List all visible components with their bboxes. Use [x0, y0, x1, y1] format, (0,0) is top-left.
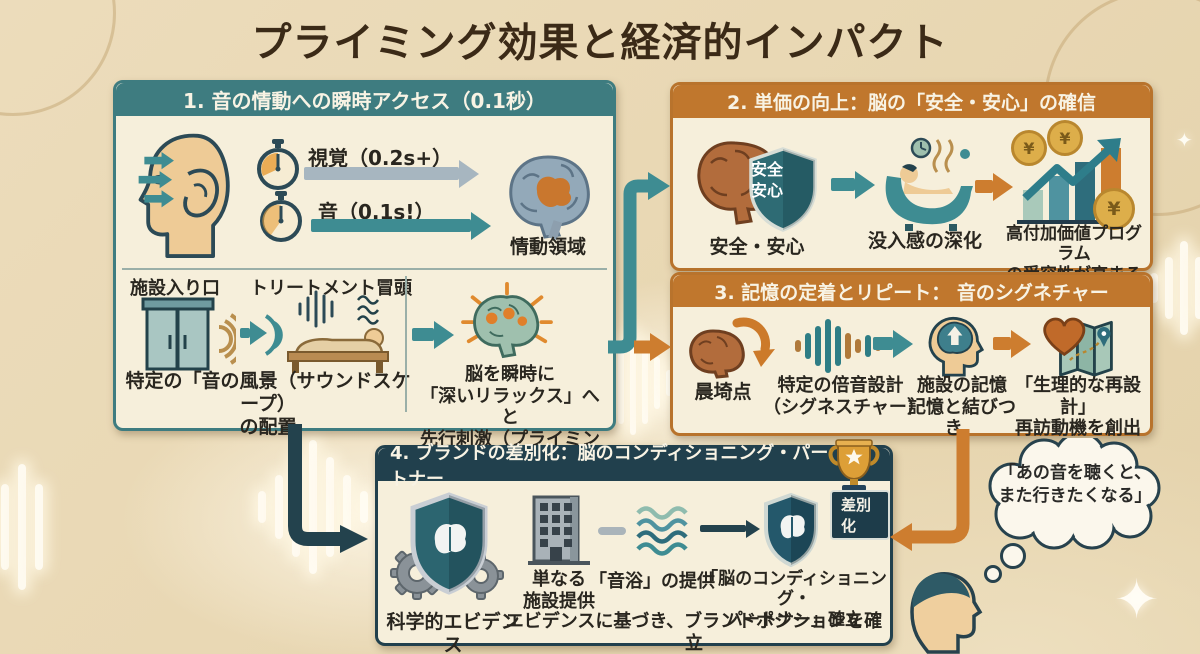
page-title: プライミング効果と経済的インパクト — [251, 20, 949, 66]
visual-arrow — [304, 167, 459, 180]
building-icon — [528, 495, 590, 565]
entrance-label: 施設入り口 — [130, 278, 220, 299]
flow-arrow — [700, 525, 746, 532]
panel-4-header: 4. ブランドの差別化：脳のコンディショニング・パートナー — [378, 443, 890, 490]
partner-caption: 「脳のコンディショニング・ パートナー」確立 — [701, 569, 887, 630]
memory-head-icon — [928, 316, 985, 377]
overtone-caption: 特定の倍音設計 （シグネスチャー） — [763, 375, 925, 418]
customer-head-icon — [910, 572, 983, 654]
revenue-chart-icon: ¥ ¥ ¥ — [1011, 120, 1135, 230]
thought-bubble-text: 「あの音を聴くと、 また行きたくなる」 — [998, 463, 1152, 506]
panel-price-increase: 2. 単価の向上：脳の「安全・安心」の確信 安全 安心 安全・安心 — [670, 82, 1153, 285]
safety-brain-shield-icon — [697, 141, 817, 232]
redesign-caption: 「生理的な再設計」 再訪動機を創出 — [1015, 375, 1141, 440]
sound-arrow — [311, 219, 471, 232]
treatment-bed-icon — [264, 290, 389, 373]
entrance-door-icon — [141, 297, 236, 371]
glow-soundwave-decoration — [1150, 240, 1200, 336]
science-shield-gears-icon — [390, 492, 504, 600]
panel-1-header: 1. 音の情動への瞬時アクセス（0.1秒） — [116, 83, 613, 116]
yen-coin-icon: ¥ — [1093, 188, 1135, 230]
glow-soundwave-decoration — [258, 436, 368, 578]
immersion-caption: 没入感の深化 — [867, 230, 982, 252]
sparkle-decoration: ✦ — [1114, 568, 1160, 631]
dash-connector — [598, 527, 626, 535]
soundscape-caption: 特定の「音の風景（サウンドスケープ） の配置 — [125, 370, 411, 438]
brand-shield-brain-icon — [764, 492, 818, 568]
soundwave-signature-icon — [795, 317, 881, 375]
thought-bubble-tail — [984, 565, 1002, 583]
heart-map-icon — [1043, 317, 1113, 377]
thought-bubble-tail — [1000, 543, 1026, 569]
stopwatch-icon — [257, 139, 299, 190]
panel-instant-access: 1. 音の情動への瞬時アクセス（0.1秒） 視覚（0.2s+） — [113, 80, 616, 471]
sparkle-decoration: ✦ — [1176, 128, 1193, 152]
memory-caption: 施設の記憶 記憶と結びつき、 — [908, 375, 1016, 440]
brain-loop-icon — [689, 317, 775, 379]
yen-coin-icon: ¥ — [1047, 120, 1083, 156]
facility-caption: 単なる 施設提供 — [523, 569, 595, 612]
panel-1-body: 視覚（0.2s+） 音（0.1s!） 情動領域 施設入り口 — [116, 116, 613, 471]
differentiation-badge: 差別化 — [830, 490, 890, 540]
yen-coin-icon: ¥ — [1011, 130, 1047, 166]
flow-arrow — [993, 337, 1011, 350]
flow-arrow — [831, 178, 855, 191]
emotion-caption: 情動領域 — [509, 236, 586, 258]
sound-bath-waves-icon — [636, 506, 688, 556]
shield-text: 安全 安心 — [750, 160, 783, 200]
entrance-to-bed-arrow — [240, 328, 250, 338]
thought-bubble — [988, 438, 1161, 550]
panel-brand-differentiation: 4. ブランドの差別化：脳のコンディショニング・パートナー 差別化 — [375, 439, 893, 654]
flow-arrow — [873, 337, 893, 350]
soundbath-caption: 「音浴」の提供 — [589, 571, 715, 592]
evidence-caption: 科学的エビデンス — [386, 611, 520, 654]
bathtub-relax-icon — [885, 137, 973, 231]
treatment-label: トリートメント冒頭 — [250, 278, 412, 299]
vertical-divider — [405, 276, 407, 412]
panel-memory-repeat: 3. 記憶の定着とリピート： 音のシグネチャー 晨埼点 特定の倍音設計 — [670, 272, 1153, 439]
growth-arrow-icon — [1022, 138, 1121, 201]
panel-3-header: 3. 記憶の定着とリピート： 音のシグネチャー — [673, 275, 1150, 307]
panel-3-body: 晨埼点 特定の倍音設計 （シグネスチャー） 施設の記憶 記憶と結びつき、 — [673, 307, 1150, 439]
panel-4-body: 科学的エビデンス 単なる 施設提供 — [378, 481, 890, 654]
panel-2-header: 2. 単価の向上：脳の「安全・安心」の確信 — [673, 85, 1150, 118]
connector-arrowhead — [648, 172, 670, 200]
head-ear-icon — [138, 133, 230, 258]
emotion-brain-icon — [509, 155, 590, 241]
touchpoint-caption: 晨埼点 — [694, 381, 752, 403]
evidence-position-caption: エビデンスに基づき、ブランドポジションを確立 — [505, 611, 883, 654]
section-divider — [122, 268, 607, 270]
stopwatch-icon — [260, 191, 302, 242]
priming-arrow — [412, 328, 434, 341]
safety-caption: 安全・安心 — [709, 236, 805, 258]
visual-label: 視覚（0.2s+） — [308, 146, 453, 170]
flow-arrow — [975, 180, 993, 193]
glow-soundwave-decoration — [0, 462, 43, 592]
glowing-brain-icon — [461, 282, 553, 359]
panel-2-body: 安全 安心 安全・安心 没入感の深化 — [673, 118, 1150, 285]
